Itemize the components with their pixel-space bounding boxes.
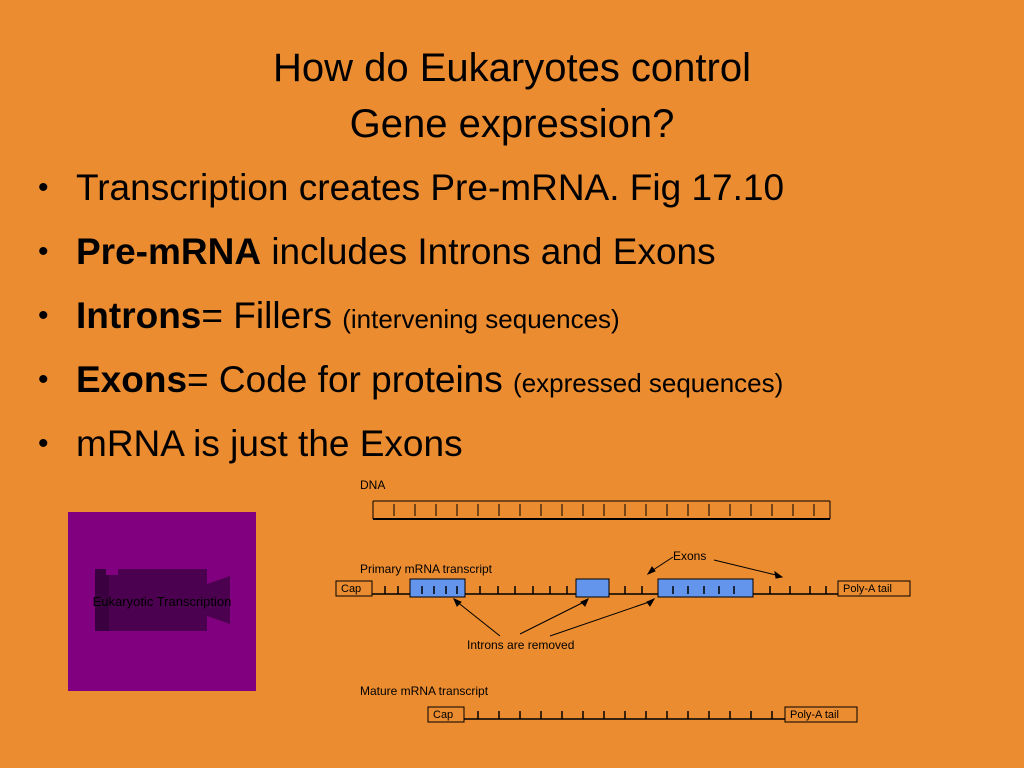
video-camera-icon [95,569,230,631]
video-player[interactable]: Eukaryotic Transcription [68,512,256,691]
exon-block [575,578,610,598]
intron-pointer-arrows [453,597,656,637]
bullet-note: (intervening sequences) [342,304,620,334]
exon-pointer-arrows [646,556,784,579]
dna-strand [372,500,831,520]
bullet-dot: • [38,171,49,204]
title-line-1: How do Eukaryotes control [272,46,751,90]
transcription-diagram: DNA Primary mRNA transcript Exons Cap [335,478,911,723]
cap-label: Cap [341,583,361,595]
bullet-text: Transcription creates Pre-mRNA. Fig 17.1… [76,167,785,208]
exon-block [409,578,466,598]
bullet-bold-term: Exons [76,359,188,400]
bullet-text: = Fillers [201,295,343,336]
bullet-dot: • [38,299,49,332]
slide-title: How do Eukaryotes control Gene expressio… [0,40,1024,152]
title-line-2: Gene expression? [349,102,675,146]
bullet-list: • Transcription creates Pre-mRNA. Fig 17… [38,160,784,480]
bullet-item: • Exons= Code for proteins (expressed se… [38,352,784,416]
mature-transcript-label: Mature mRNA transcript [360,684,489,698]
bullet-text: mRNA is just the Exons [76,423,463,464]
primary-transcript-label: Primary mRNA transcript [360,562,493,576]
bullet-dot: • [38,363,49,396]
bullet-text: = Code for proteins [187,359,514,400]
polya-tail-label: Poly-A tail [843,583,892,595]
exons-label: Exons [673,549,706,563]
polya-tail-label: Poly-A tail [790,709,839,721]
bullet-text: includes Introns and Exons [261,231,716,272]
mature-transcript: Cap Poly-A tail [427,706,858,723]
bullet-bold-term: Pre-mRNA [76,231,262,272]
introns-removed-label: Introns are removed [467,638,574,652]
exon-block [657,578,754,598]
bullet-note: (expressed sequences) [513,368,784,398]
bullet-dot: • [38,427,49,460]
primary-transcript: Cap Poly-A tail [335,578,911,598]
bullet-item: • Introns= Fillers (intervening sequence… [38,288,784,352]
bullet-item: • Transcription creates Pre-mRNA. Fig 17… [38,160,784,224]
bullet-dot: • [38,235,49,268]
bullet-item: • Pre-mRNA includes Introns and Exons [38,224,784,288]
bullet-bold-term: Introns [76,295,202,336]
cap-label: Cap [433,709,453,721]
video-caption: Eukaryotic Transcription [92,594,232,609]
dna-label: DNA [360,478,385,492]
bullet-item: • mRNA is just the Exons [38,416,784,480]
